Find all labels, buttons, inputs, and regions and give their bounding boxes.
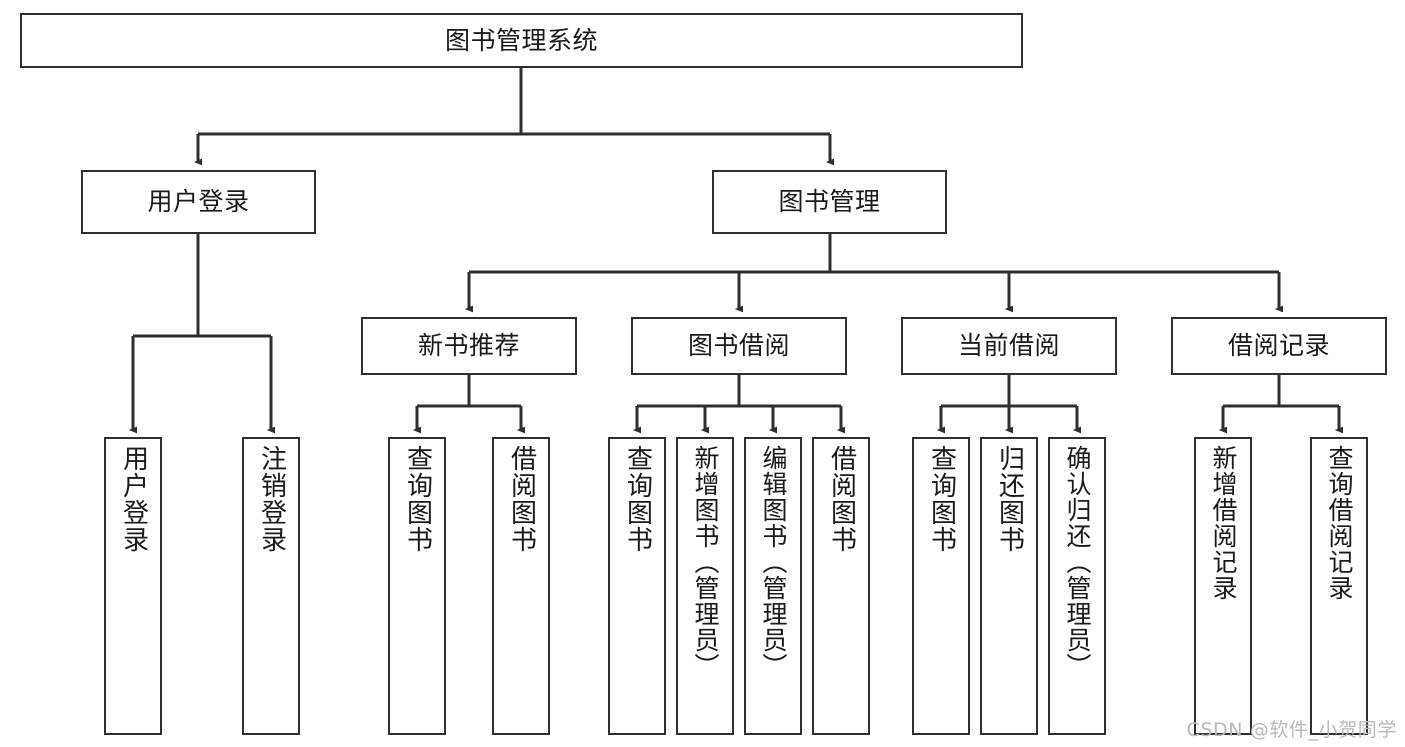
leaf-user-login-logout[interactable]: 注销登录: [242, 437, 300, 735]
node-book-management[interactable]: 图书管理: [712, 170, 947, 234]
leaf-book-borrow-query-book[interactable]: 查询图书: [608, 437, 666, 735]
node-label: 新书推荐: [417, 331, 520, 361]
node-label: 查询图书: [926, 445, 957, 553]
node-label: 新增图书（管理员）: [691, 445, 720, 679]
leaf-book-borrow-borrow-book[interactable]: 借阅图书: [812, 437, 870, 735]
leaf-current-borrow-query-book[interactable]: 查询图书: [912, 437, 970, 735]
leaf-user-login-login[interactable]: 用户登录: [104, 437, 162, 735]
node-root-system[interactable]: 图书管理系统: [20, 13, 1023, 68]
node-label: 查询借阅记录: [1325, 445, 1354, 601]
node-label: 注销登录: [256, 445, 287, 553]
node-label: 借阅图书: [826, 445, 857, 553]
node-label: 编辑图书（管理员）: [759, 445, 788, 679]
node-borrow-record[interactable]: 借阅记录: [1171, 317, 1387, 375]
node-label: 确认归还（管理员）: [1063, 445, 1092, 679]
node-label: 归还图书: [994, 445, 1025, 553]
node-label: 用户登录: [147, 187, 250, 217]
node-label: 借阅图书: [506, 445, 537, 553]
node-label: 图书借阅: [687, 331, 790, 361]
node-label: 图书管理系统: [444, 25, 598, 55]
node-label: 用户登录: [118, 445, 149, 553]
leaf-current-borrow-confirm-return[interactable]: 确认归还（管理员）: [1048, 437, 1106, 735]
node-label: 当前借阅: [957, 331, 1060, 361]
node-label: 查询图书: [402, 445, 433, 553]
leaf-borrow-record-query-record[interactable]: 查询借阅记录: [1310, 437, 1368, 735]
node-label: 借阅记录: [1227, 331, 1330, 361]
leaf-book-borrow-add-book[interactable]: 新增图书（管理员）: [676, 437, 734, 735]
node-new-book-recommend[interactable]: 新书推荐: [361, 317, 577, 375]
node-label: 新增借阅记录: [1209, 445, 1238, 601]
node-label: 查询图书: [622, 445, 653, 553]
leaf-new-book-query-book[interactable]: 查询图书: [388, 437, 446, 735]
node-user-login[interactable]: 用户登录: [81, 170, 316, 234]
leaf-borrow-record-add-record[interactable]: 新增借阅记录: [1194, 437, 1252, 735]
leaf-current-borrow-return-book[interactable]: 归还图书: [980, 437, 1038, 735]
node-current-borrow[interactable]: 当前借阅: [901, 317, 1117, 375]
leaf-book-borrow-edit-book[interactable]: 编辑图书（管理员）: [744, 437, 802, 735]
node-label: 图书管理: [778, 187, 881, 217]
leaf-new-book-borrow-book[interactable]: 借阅图书: [492, 437, 550, 735]
node-book-borrow[interactable]: 图书借阅: [631, 317, 847, 375]
